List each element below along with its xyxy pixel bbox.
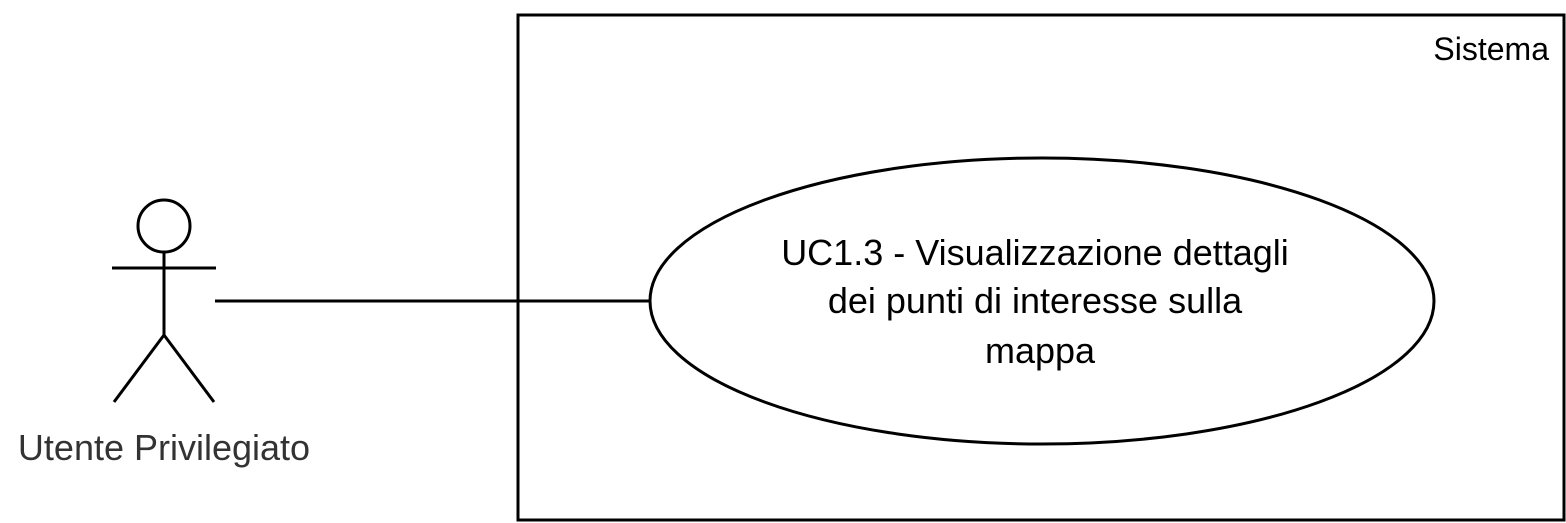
actor-right-leg xyxy=(162,334,216,403)
actor-left-leg xyxy=(112,334,166,403)
system-label: Sistema xyxy=(1433,31,1549,67)
use-case-label-line: dei punti di interesse sulla xyxy=(828,280,1243,321)
system-boundary xyxy=(516,13,1566,522)
actor-figure[interactable] xyxy=(112,198,216,403)
actor-label: Utente Privilegiato xyxy=(18,427,310,468)
use-case-label: UC1.3 - Visualizzazione dettagli dei pun… xyxy=(781,232,1299,371)
use-case-ellipse[interactable] xyxy=(648,156,1436,446)
actor-head xyxy=(136,198,192,254)
use-case-label-line: mappa xyxy=(985,330,1096,371)
use-case-label-line: UC1.3 - Visualizzazione dettagli xyxy=(781,232,1289,273)
